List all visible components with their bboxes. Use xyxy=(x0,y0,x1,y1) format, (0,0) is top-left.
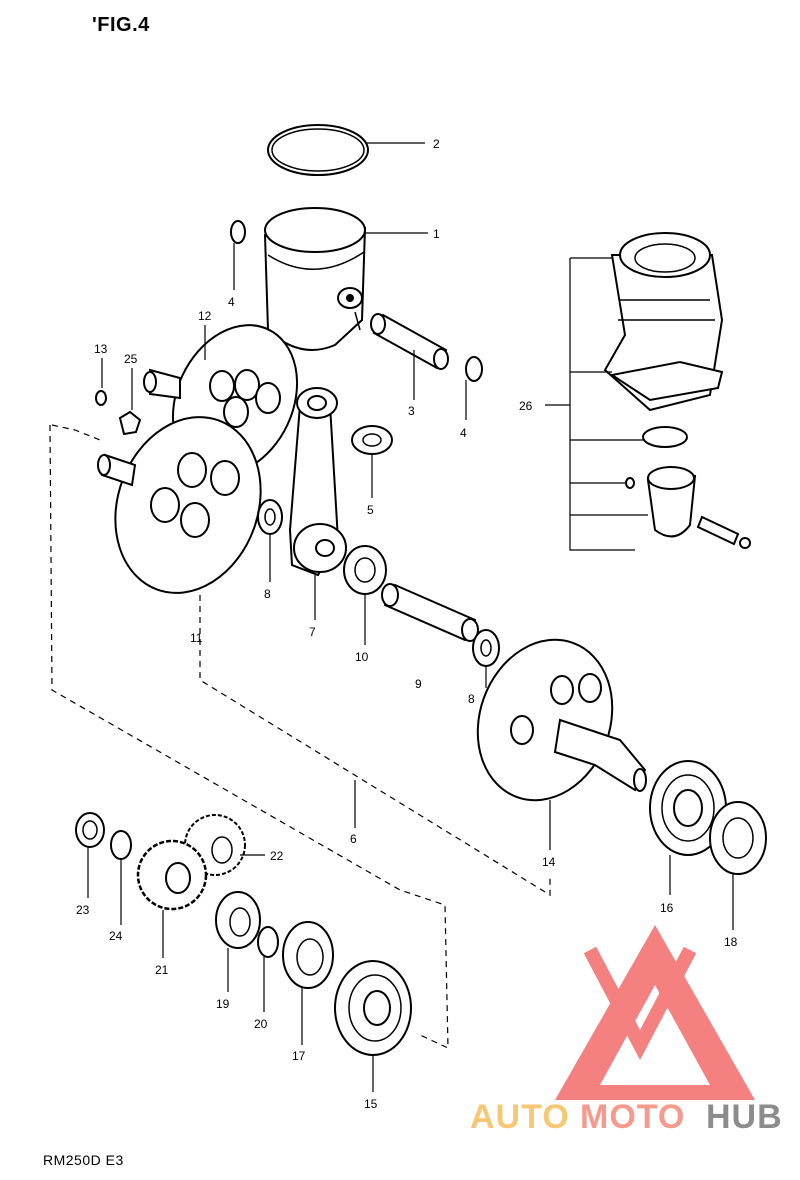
model-code: RM250D E3 xyxy=(43,1152,124,1168)
circlip-lower xyxy=(465,356,483,382)
callout-22: 22 xyxy=(270,849,284,863)
callout-4-upper: 4 xyxy=(228,295,235,309)
washer-24 xyxy=(110,830,132,860)
callout-15: 15 xyxy=(364,1097,378,1111)
needle-bearing-small xyxy=(351,425,393,455)
callout-11: 11 xyxy=(190,631,203,645)
watermark-moto: MOTO xyxy=(580,1098,685,1136)
leader-lines xyxy=(87,142,734,1092)
callout-18: 18 xyxy=(724,935,738,949)
callout-7: 7 xyxy=(309,625,316,639)
oil-seal-17 xyxy=(282,921,334,989)
connecting-rod xyxy=(288,387,347,577)
thrust-washer-left-hole xyxy=(264,508,276,526)
callout-6: 6 xyxy=(350,832,357,846)
main-bearing-15 xyxy=(334,960,412,1056)
callout-16: 16 xyxy=(660,901,674,915)
callout-23: 23 xyxy=(76,903,90,917)
callout-21: 21 xyxy=(155,963,169,977)
thrust-washer-right-hole xyxy=(480,639,492,657)
piston-pin xyxy=(370,313,449,370)
logo-m-icon xyxy=(583,946,697,1061)
watermark-auto: AUTO xyxy=(470,1098,570,1136)
spacer-23 xyxy=(75,812,105,848)
callout-19: 19 xyxy=(216,997,230,1011)
nut-13 xyxy=(95,390,107,406)
thrust-washer-left xyxy=(257,499,283,535)
callout-2: 2 xyxy=(433,137,440,151)
watermark-hub: HUB xyxy=(706,1098,783,1136)
logo-triangle-icon xyxy=(555,925,755,1100)
callout-17: 17 xyxy=(292,1049,306,1063)
crank-wheel-14 xyxy=(476,638,647,802)
cylinder-kit xyxy=(603,232,751,549)
thrust-washer-right xyxy=(472,629,500,667)
callout-10: 10 xyxy=(355,650,369,664)
collar-19 xyxy=(215,891,261,949)
assembly-line-11 xyxy=(199,595,551,897)
callout-1: 1 xyxy=(433,227,440,241)
callout-5: 5 xyxy=(367,503,374,517)
crank-wheel-11 xyxy=(97,416,262,594)
callout-13: 13 xyxy=(94,342,108,356)
callout-9: 9 xyxy=(415,677,422,691)
needle-bearing-large xyxy=(343,545,387,595)
callout-20: 20 xyxy=(254,1017,268,1031)
drive-gear-21 xyxy=(136,839,208,911)
assembly-line-6 xyxy=(49,424,449,1049)
callout-8-right: 8 xyxy=(468,692,475,706)
callout-4-lower: 4 xyxy=(460,426,467,440)
crank-pin xyxy=(381,583,479,642)
woodruff-key-25 xyxy=(118,410,142,436)
circlip-20 xyxy=(257,926,279,958)
piston xyxy=(263,207,367,351)
callout-12: 12 xyxy=(198,309,212,323)
oil-seal-18 xyxy=(709,801,767,875)
callout-8-left: 8 xyxy=(264,587,271,601)
main-bearing-16 xyxy=(649,760,727,856)
callout-24: 24 xyxy=(109,929,123,943)
callout-26: 26 xyxy=(519,399,533,413)
callout-3: 3 xyxy=(408,404,415,418)
callout-25: 25 xyxy=(124,352,138,366)
figure-title: 'FIG.4 xyxy=(92,14,150,36)
callout-14: 14 xyxy=(542,855,556,869)
assembly-line-14-link xyxy=(51,424,101,441)
watermark-logo xyxy=(555,925,755,1100)
circlip-upper xyxy=(230,220,246,244)
piston-ring xyxy=(267,124,369,176)
